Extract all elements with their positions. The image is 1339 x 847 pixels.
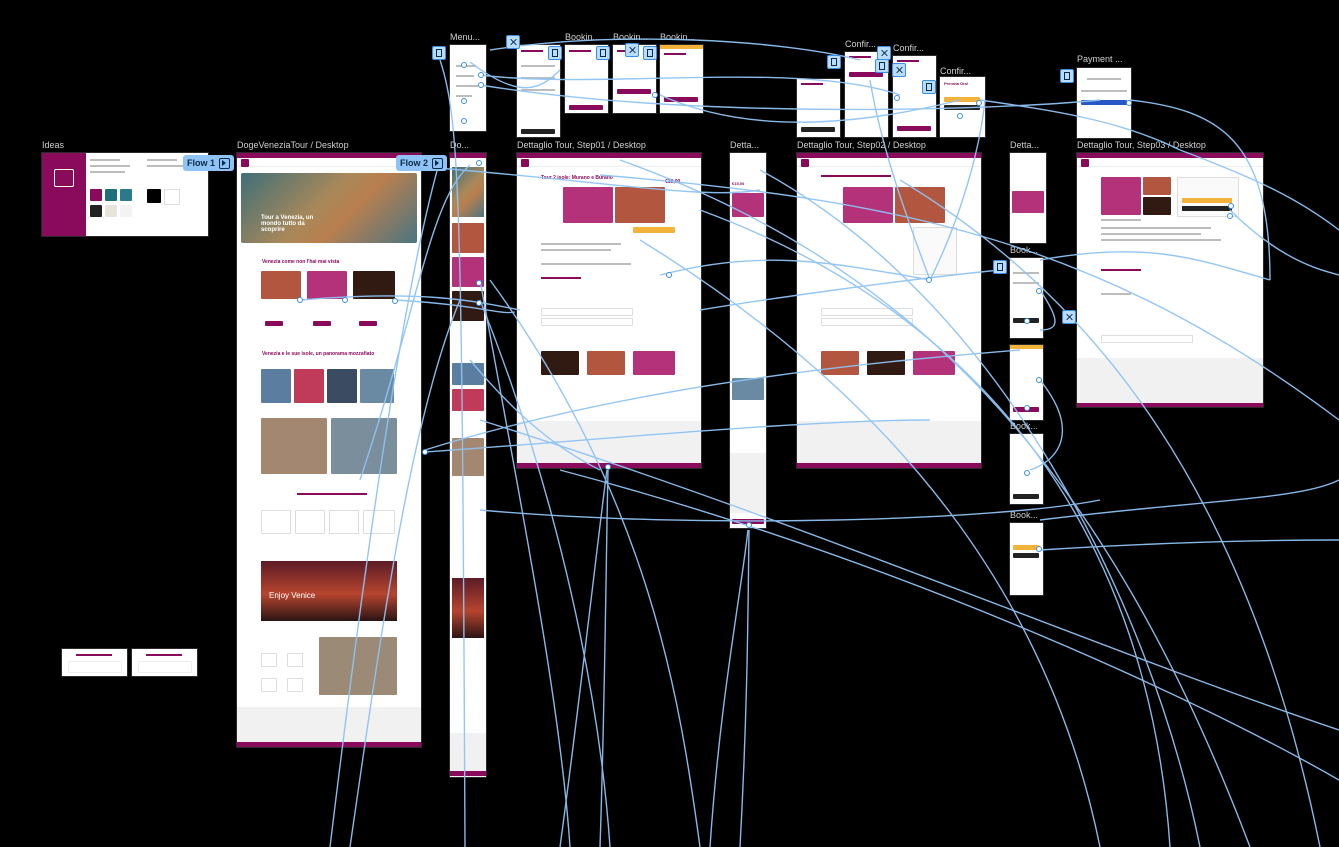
frame-label-booking-3[interactable]: Bookin... xyxy=(660,32,696,42)
swatch-beige xyxy=(105,205,117,217)
frame-label-detail-step02[interactable]: Dettaglio Tour, Step02 / Desktop xyxy=(797,140,926,150)
flow-1-tag[interactable]: Flow 1 xyxy=(183,155,235,171)
frame-label-detail-mobile-2[interactable]: Detta... xyxy=(1010,140,1040,150)
interaction-node-icon[interactable] xyxy=(993,260,1007,274)
tour-title-step01: Tour 2 isole: Murano e Burano xyxy=(541,175,613,181)
frame-booking-m2[interactable] xyxy=(1010,434,1043,504)
frame-detail-step02[interactable] xyxy=(797,153,981,468)
frame-label-confirm-1[interactable]: Confir... xyxy=(845,39,877,49)
hero-image: Tour a Venezia, un mondo tutto da scopri… xyxy=(241,173,417,243)
frame-detail-mobile-2[interactable] xyxy=(1010,153,1046,243)
frame-label-detail-mobile[interactable]: Detta... xyxy=(730,140,760,150)
section-title-2: Venezia e le sue isole, un panorama mozz… xyxy=(262,351,375,357)
confirm-title: Prenota Ora! xyxy=(944,81,969,86)
price-step01: €15,00 xyxy=(665,179,681,185)
close-overlay-icon[interactable] xyxy=(1062,310,1076,324)
swatch-blue xyxy=(120,189,132,201)
swatch-teal xyxy=(105,189,117,201)
interaction-node-icon[interactable] xyxy=(827,55,841,69)
frame-label-confirm-2[interactable]: Confir... xyxy=(893,43,925,53)
interaction-node-icon[interactable] xyxy=(1060,69,1074,83)
frame-label-booking-m2[interactable]: Book... xyxy=(1010,421,1039,431)
swatch-dark xyxy=(90,205,102,217)
enjoy-venice-banner: Enjoy Venice xyxy=(261,561,397,621)
frame-component-b[interactable] xyxy=(132,649,197,676)
enjoy-title: Enjoy Venice xyxy=(269,591,316,600)
interaction-node-icon[interactable] xyxy=(548,46,562,60)
interaction-node-icon[interactable] xyxy=(922,80,936,94)
frame-label-detail-step01[interactable]: Dettaglio Tour, Step01 / Desktop xyxy=(517,140,646,150)
flow-2-label: Flow 2 xyxy=(400,158,429,168)
flow-1-label: Flow 1 xyxy=(187,158,216,168)
section-title-1: Venezia come non l'hai mai vista xyxy=(262,259,340,265)
frame-label-doge-mobile[interactable]: Do... xyxy=(450,140,470,150)
frame-detail-mobile[interactable]: €15,00 xyxy=(730,153,766,528)
frame-label-confirm-3[interactable]: Confir... xyxy=(940,66,972,76)
frame-label-booking-m3[interactable]: Book... xyxy=(1010,510,1039,520)
interaction-node-icon[interactable] xyxy=(875,59,889,73)
frame-label-booking-2[interactable]: Bookin... xyxy=(613,32,649,42)
swatch-black xyxy=(147,189,161,203)
frame-confirm-d[interactable]: Prenota Ora! xyxy=(940,77,985,137)
interaction-node-icon[interactable] xyxy=(596,46,610,60)
flow-2-tag[interactable]: Flow 2 xyxy=(396,155,448,171)
frame-component-a[interactable] xyxy=(62,649,127,676)
brand-panel xyxy=(42,153,86,236)
frame-menu[interactable] xyxy=(450,45,486,131)
frame-detail-step01[interactable]: Tour 2 isole: Murano e Burano €15,00 xyxy=(517,153,701,468)
frame-booking-4[interactable] xyxy=(660,45,703,113)
frame-payment[interactable] xyxy=(1077,68,1131,138)
frame-booking-m1[interactable] xyxy=(1010,258,1043,338)
close-overlay-icon[interactable] xyxy=(877,46,891,60)
swatch-light xyxy=(120,205,132,217)
frame-confirm-a[interactable] xyxy=(797,79,840,137)
frame-label-menu[interactable]: Menu... xyxy=(450,32,481,42)
swatch-white xyxy=(164,189,180,205)
frame-label-payment[interactable]: Payment ... xyxy=(1077,54,1123,64)
interaction-node-icon[interactable] xyxy=(643,46,657,60)
play-icon xyxy=(432,157,444,169)
frame-booking-m3[interactable] xyxy=(1010,523,1043,595)
interaction-node-icon[interactable] xyxy=(432,46,446,60)
frame-label-doge-desktop[interactable]: DogeVeneziaTour / Desktop xyxy=(237,140,349,150)
frame-label-ideas[interactable]: Ideas xyxy=(42,140,65,150)
close-overlay-icon[interactable] xyxy=(625,43,639,57)
frame-ideas[interactable] xyxy=(42,153,208,236)
frame-label-booking-1[interactable]: Bookin... xyxy=(565,32,601,42)
frame-doge-mobile[interactable] xyxy=(450,153,486,777)
close-overlay-icon[interactable] xyxy=(892,63,906,77)
price-mobile: €15,00 xyxy=(732,181,745,186)
close-overlay-icon[interactable] xyxy=(506,35,520,49)
frame-label-booking-m1[interactable]: Book... xyxy=(1010,245,1039,255)
logo-icon xyxy=(54,169,74,187)
swatch-brand xyxy=(90,189,102,201)
frame-doge-desktop[interactable]: Tour a Venezia, un mondo tutto da scopri… xyxy=(237,153,421,747)
frame-detail-step03[interactable] xyxy=(1077,153,1263,407)
play-icon xyxy=(219,157,231,169)
frame-label-detail-step03[interactable]: Dettaglio Tour, Step03 / Desktop xyxy=(1077,140,1206,150)
hero-title: Tour a Venezia, un mondo tutto da scopri… xyxy=(261,215,314,233)
